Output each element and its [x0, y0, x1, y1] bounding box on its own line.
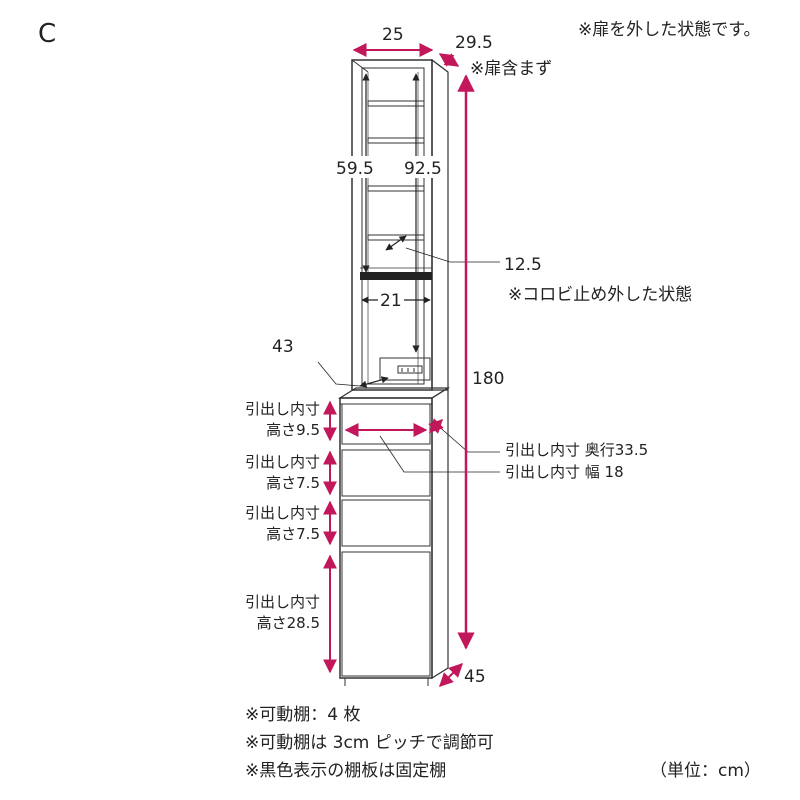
drawer-inner-depth-label: 引出し内寸 奥行33.5 [505, 441, 648, 459]
footer-note: ※可動棚：4 枚 [245, 705, 360, 725]
dim-inner-height-right: 92.5 [404, 159, 442, 179]
side-panel [431, 58, 449, 391]
drawer-4-label-line2: 高さ28.5 [257, 614, 320, 632]
cabinet-drawing [337, 58, 451, 686]
outlet-socket [397, 365, 423, 374]
dim-outlet-height: 43 [272, 337, 294, 357]
fixed-shelf [360, 272, 432, 280]
variant-label: C [38, 19, 56, 49]
drawer-3-label-line2: 高さ7.5 [266, 525, 320, 543]
lower-side-panel [431, 386, 449, 680]
upper-unit-frame [351, 59, 433, 391]
dim-inner-width: 21 [380, 291, 402, 311]
drawer-labels: 引出し内寸 高さ9.5 引出し内寸 高さ7.5 引出し内寸 高さ7.5 引出し内… [245, 400, 320, 632]
drawer-4 [341, 551, 431, 677]
accent-dimension-lines [323, 43, 475, 687]
drawer-1-label-line2: 高さ9.5 [266, 421, 320, 439]
drawer-4-label-line1: 引出し内寸 [245, 593, 320, 611]
drawer-2-label-line1: 引出し内寸 [245, 453, 320, 471]
drawer-3-label-line1: 引出し内寸 [245, 504, 320, 522]
lower-cabinet [339, 397, 433, 679]
dim-shelf-depth: 12.5 [504, 255, 542, 275]
outlet-plate [379, 357, 431, 381]
footer-note: ※可動棚は 3cm ピッチで調節可 [245, 733, 494, 753]
unit-label: （単位：cm） [650, 761, 761, 781]
drawer-3 [341, 499, 431, 547]
dim-width: 25 [382, 25, 404, 45]
dim-inner-height-left: 59.5 [336, 159, 374, 179]
dim-total-height: 180 [472, 369, 504, 389]
drawer-2-label-line2: 高さ7.5 [266, 474, 320, 492]
footer-notes: ※可動棚：4 枚 ※可動棚は 3cm ピッチで調節可 ※黒色表示の棚板は固定棚 [245, 705, 494, 781]
note-door-removed: ※扉を外した状態です。 [578, 20, 761, 40]
drawer-inner-width-label: 引出し内寸 幅 18 [505, 463, 624, 481]
footer-note: ※黒色表示の棚板は固定棚 [245, 761, 446, 781]
note-stopper-removed: ※コロビ止め外した状態 [508, 285, 692, 305]
dim-depth: 29.5 [455, 33, 493, 53]
drawer-2 [341, 449, 431, 497]
drawer-1-label-line1: 引出し内寸 [245, 400, 320, 418]
drawer-1 [341, 403, 431, 445]
note-includes-door: ※扉含まず [470, 59, 552, 79]
dim-bottom-depth: 45 [464, 667, 486, 687]
